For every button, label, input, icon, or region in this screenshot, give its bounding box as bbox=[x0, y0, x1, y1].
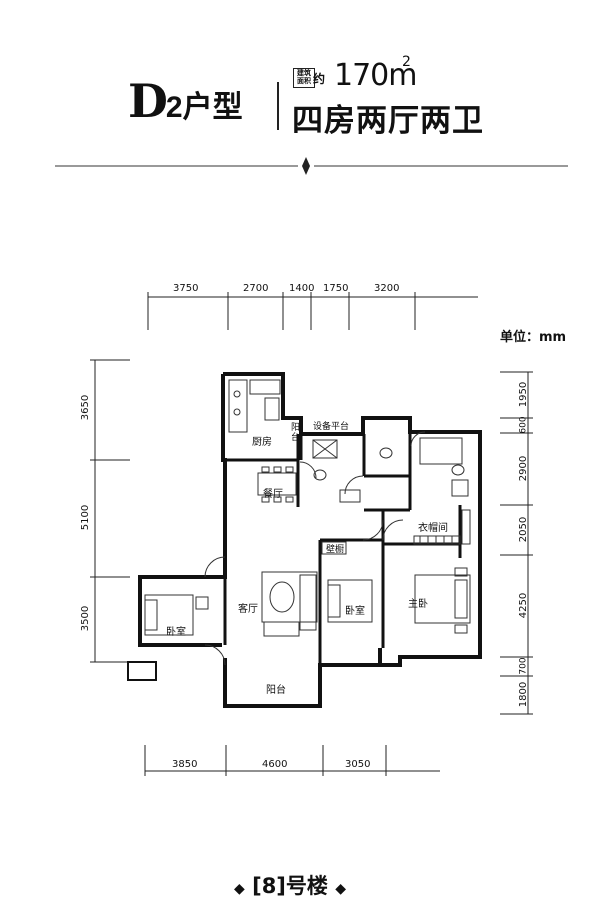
dim-bottom-2: 4600 bbox=[262, 759, 288, 770]
bathroom-fixtures bbox=[312, 437, 469, 503]
unit-type-suffix: 2户型 bbox=[165, 91, 243, 124]
room-balcony: 阳台 bbox=[266, 685, 286, 696]
dim-bottom-1: 3850 bbox=[172, 759, 198, 770]
room-kitchen: 厨房 bbox=[252, 437, 272, 448]
dim-right-5: 4250 bbox=[518, 592, 530, 619]
bottom-dimension-line bbox=[144, 745, 440, 776]
exterior-walls bbox=[138, 372, 482, 708]
dim-right-7: 1800 bbox=[518, 681, 530, 708]
unit-label: 单位：mm bbox=[500, 330, 567, 345]
dim-top-5: 3200 bbox=[374, 283, 400, 294]
building-label: ◆ [8]号楼 ◆ bbox=[234, 870, 346, 900]
area-superscript: 2 bbox=[402, 54, 411, 70]
left-dimension-line bbox=[90, 359, 130, 663]
room-bedroom-left: 卧室 bbox=[166, 627, 186, 638]
unit-type-letter: D bbox=[128, 74, 168, 128]
diamond-ornament-icon bbox=[302, 157, 310, 175]
dim-left-1: 3650 bbox=[80, 394, 92, 421]
area-value: 170m bbox=[334, 58, 417, 93]
dim-top-2: 2700 bbox=[243, 283, 269, 294]
dim-right-3: 2900 bbox=[518, 455, 530, 482]
dim-right-4: 2050 bbox=[518, 516, 530, 543]
layout-description: 四房两厅两卫 bbox=[292, 103, 484, 139]
dim-bottom-3: 3050 bbox=[345, 759, 371, 770]
dim-top-3: 1400 bbox=[289, 283, 315, 294]
dim-left-3: 3500 bbox=[80, 605, 92, 632]
dim-top-4: 1750 bbox=[323, 283, 349, 294]
kitchen-counter bbox=[228, 379, 281, 433]
unit-type-title: D2户型 bbox=[128, 78, 243, 124]
room-master-bedroom: 主卧 bbox=[408, 599, 428, 610]
dim-right-2: 600 bbox=[518, 416, 529, 434]
top-dimension-line bbox=[147, 292, 478, 330]
header-divider bbox=[277, 82, 279, 130]
dim-left-2: 5100 bbox=[80, 504, 92, 531]
door-swings bbox=[204, 431, 426, 666]
diamond-right-icon: ◆ bbox=[335, 881, 346, 897]
area-tag: 建筑面积 bbox=[293, 68, 315, 88]
room-dining: 餐厅 bbox=[263, 489, 283, 500]
room-yang-tai-top: 阳台 bbox=[291, 423, 301, 443]
room-cabinet: 壁橱 bbox=[326, 545, 345, 555]
right-dimension-line bbox=[500, 371, 533, 715]
room-living: 客厅 bbox=[238, 604, 258, 615]
living-furniture bbox=[261, 571, 318, 637]
beds bbox=[144, 567, 471, 636]
bay-window bbox=[127, 661, 157, 681]
dim-right-1: 1950 bbox=[518, 381, 530, 408]
building-number: [8]号楼 bbox=[252, 874, 328, 898]
room-equipment-platform: 设备平台 bbox=[313, 422, 350, 432]
wardrobe bbox=[321, 509, 471, 555]
dining-table bbox=[257, 466, 297, 503]
dim-right-6: 700 bbox=[518, 657, 529, 675]
dim-top-1: 3750 bbox=[173, 283, 199, 294]
diamond-left-icon: ◆ bbox=[234, 881, 245, 897]
interior-walls bbox=[223, 432, 462, 665]
room-wardrobe: 衣帽间 bbox=[418, 523, 448, 534]
area-approx-label: 约 bbox=[313, 72, 326, 86]
room-bedroom-mid: 卧室 bbox=[345, 606, 365, 617]
